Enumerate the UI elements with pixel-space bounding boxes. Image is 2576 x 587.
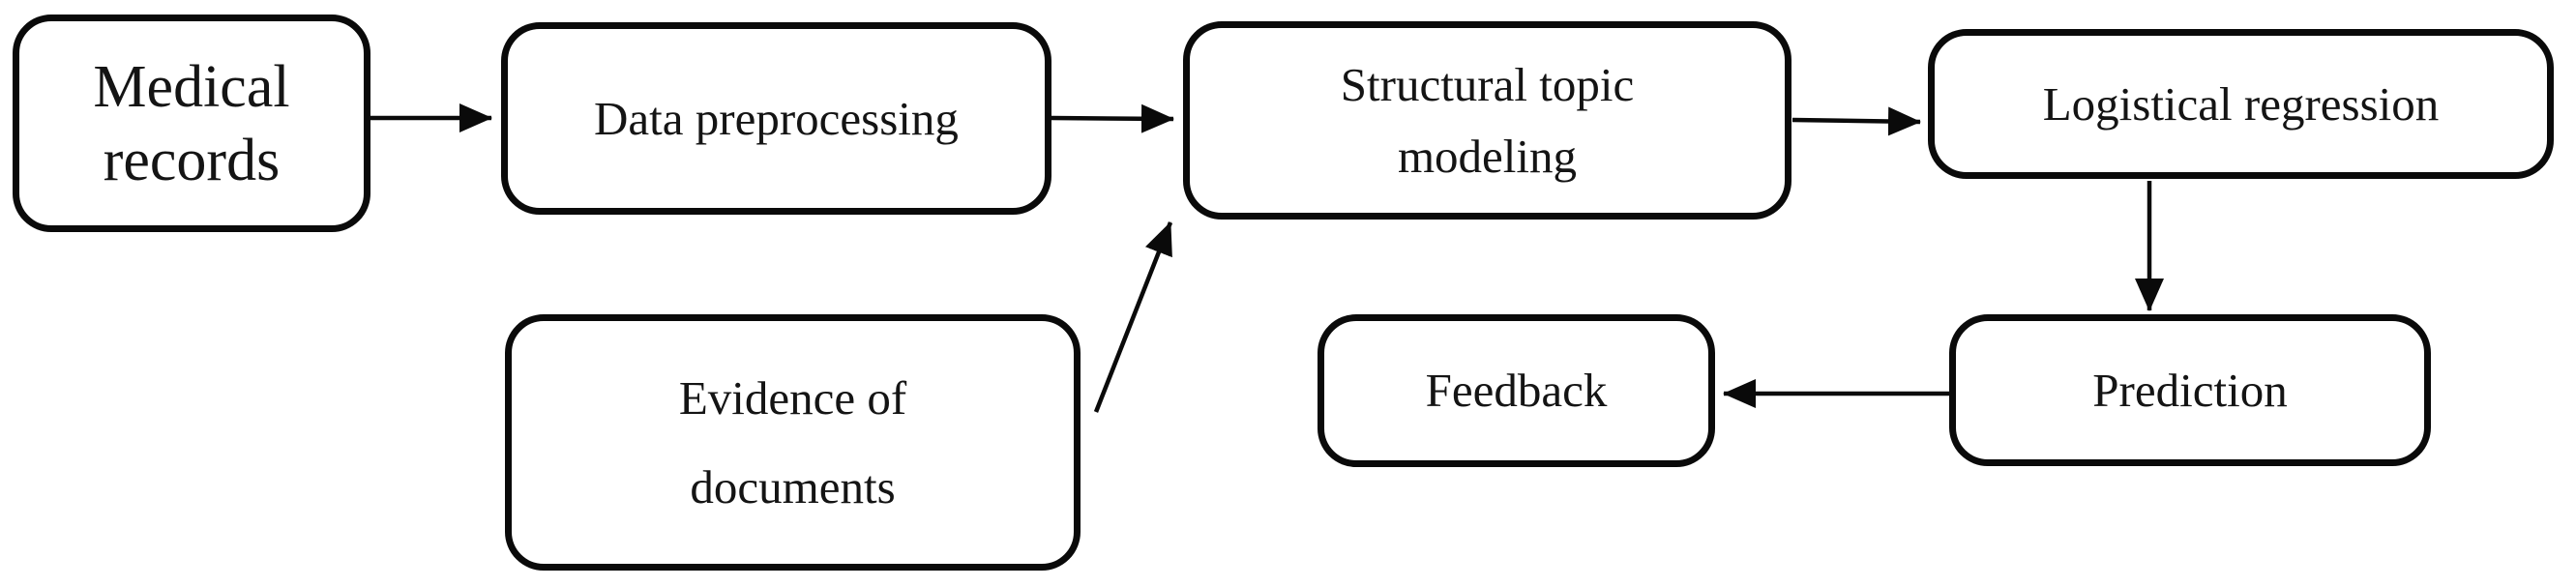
- node-prediction-label: Prediction: [2092, 363, 2288, 417]
- arrow-data-preprocessing-to-structural-topic-modeling: [1051, 103, 1174, 133]
- node-evidence-of-documents-label: Evidence of documents: [678, 370, 907, 514]
- arrow-evidence-of-documents-to-structural-topic-modeling: [1093, 221, 1173, 413]
- node-logistical-regression-label: Logistical regression: [2042, 76, 2440, 131]
- node-structural-topic-modeling-label: Structural topic modeling: [1340, 57, 1635, 183]
- node-logistical-regression: Logistical regression: [1928, 29, 2554, 179]
- node-evidence-of-documents: Evidence of documents: [505, 314, 1081, 571]
- node-prediction: Prediction: [1949, 314, 2431, 466]
- node-medical-records: Medical records: [13, 15, 370, 232]
- arrow-structural-topic-modeling-to-logistical-regression: [1791, 106, 1921, 136]
- node-feedback: Feedback: [1318, 314, 1715, 467]
- node-data-preprocessing-label: Data preprocessing: [594, 91, 959, 145]
- node-medical-records-label: Medical records: [93, 53, 290, 193]
- node-structural-topic-modeling: Structural topic modeling: [1183, 21, 1791, 220]
- node-data-preprocessing: Data preprocessing: [501, 22, 1051, 215]
- node-feedback-label: Feedback: [1425, 364, 1608, 418]
